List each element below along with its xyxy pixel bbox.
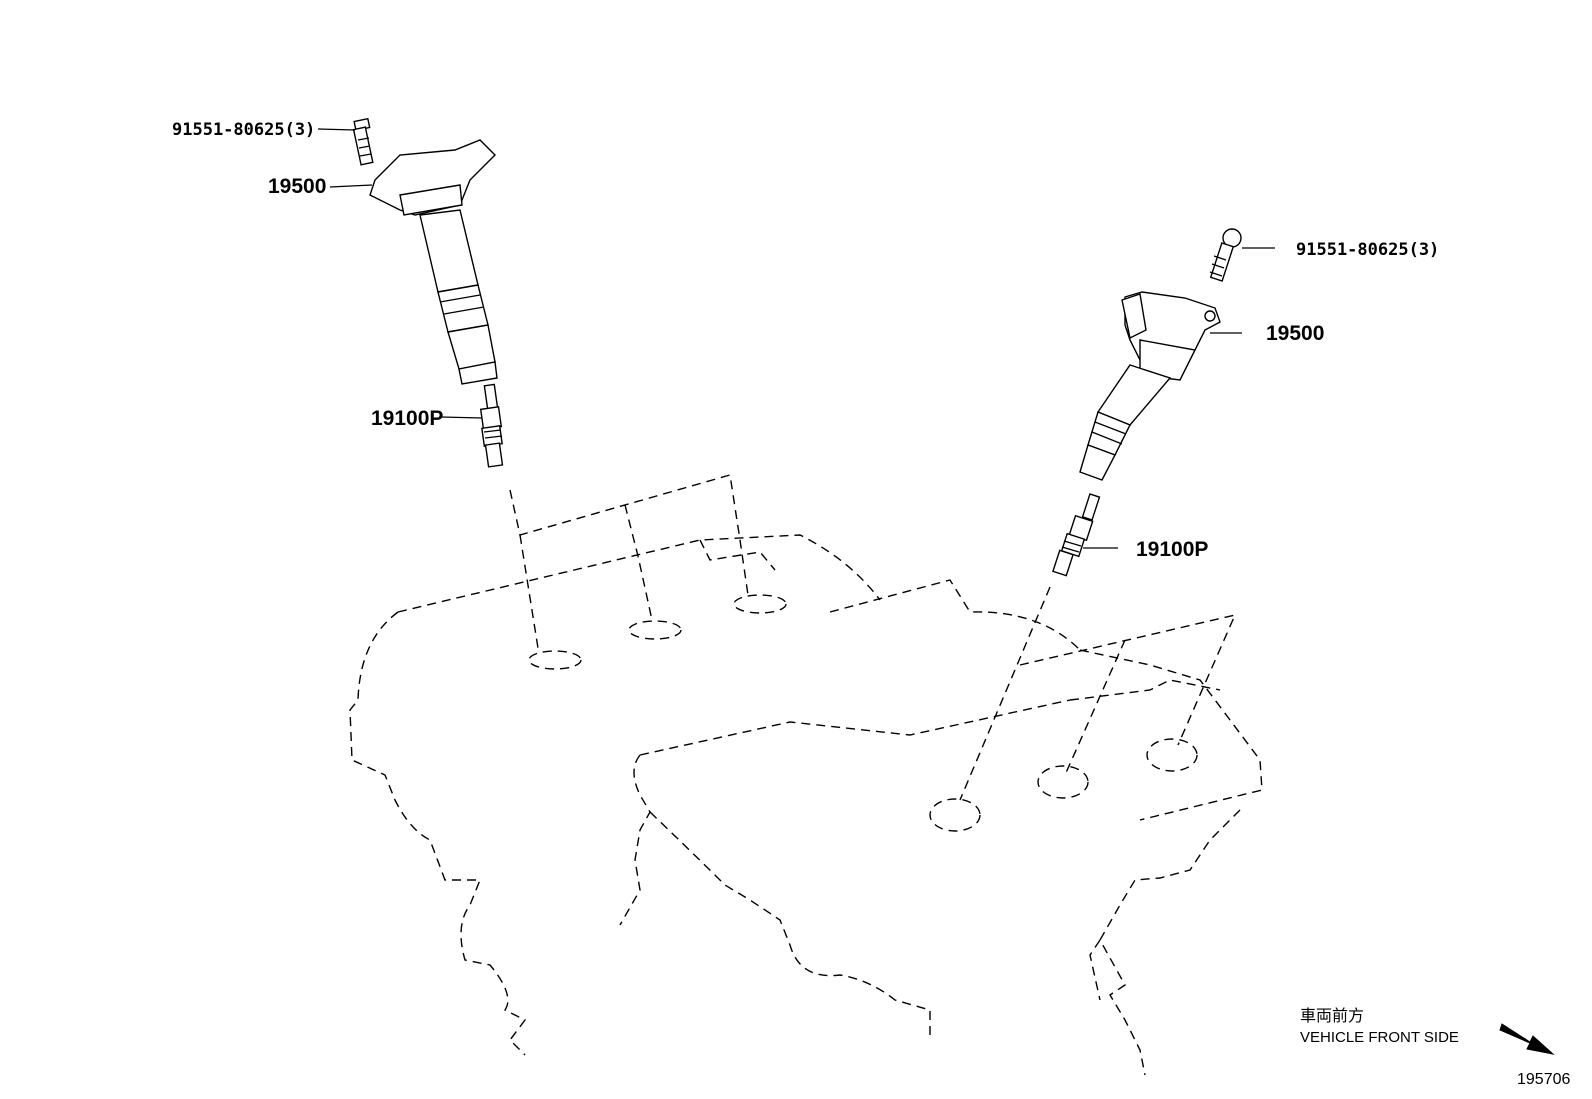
part-label-coil-left: 19500: [268, 175, 326, 198]
callout-leaders: [317, 128, 1275, 549]
bolt-right-part: [1209, 228, 1242, 282]
spark-plug-left-part: [479, 383, 504, 468]
ignition-coil-left-part: [369, 139, 498, 385]
part-label-bolt-right: 91551-80625(3): [1296, 240, 1439, 260]
front-direction-arrow-icon: [1499, 1023, 1555, 1055]
position-indicator-lines: [509, 474, 1237, 801]
part-label-bolt-left: 91551-80625(3): [172, 120, 315, 140]
spark-plug-right-part: [1052, 493, 1101, 577]
engine-outline: [349, 534, 1263, 1076]
ignition-coil-right-part: [1079, 291, 1221, 481]
part-label-plug-left: 19100P: [371, 407, 443, 430]
part-label-plug-right: 19100P: [1136, 538, 1208, 561]
part-label-coil-right: 19500: [1266, 322, 1324, 345]
bolt-left-part: [352, 117, 374, 166]
figure-number: 195706: [1517, 1071, 1570, 1088]
orientation-label-japanese: 車両前方: [1300, 1006, 1364, 1025]
orientation-label-english: VEHICLE FRONT SIDE: [1300, 1029, 1459, 1046]
